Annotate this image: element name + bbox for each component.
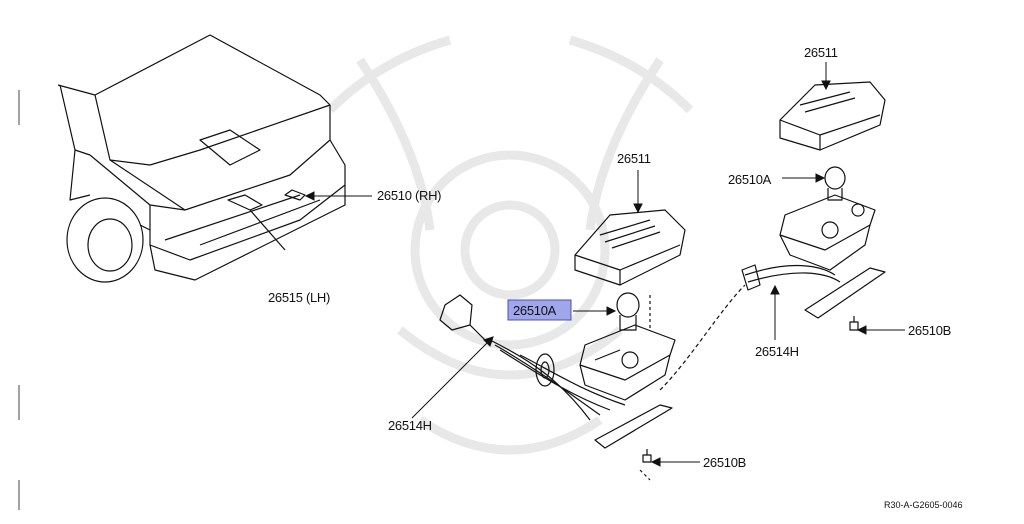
label-26510a-right[interactable]: 26510A: [728, 172, 772, 187]
label-26510a-highlighted[interactable]: 26510A: [513, 303, 557, 318]
label-26514h-right[interactable]: 26514H: [755, 344, 799, 359]
label-26515-lh[interactable]: 26515 (LH): [268, 290, 330, 305]
diagram-reference-code: R30-A-G2605-0046: [884, 500, 963, 510]
right-lamp-assembly: [659, 81, 886, 391]
highlight-box: [507, 299, 572, 321]
center-lamp-assembly: [439, 209, 686, 481]
label-26514h-center[interactable]: 26514H: [388, 418, 432, 433]
label-26510-rh[interactable]: 26510 (RH): [377, 188, 442, 203]
label-26510b-right[interactable]: 26510B: [908, 323, 951, 338]
leader-lines: [304, 62, 905, 467]
watermark-emblem: [326, 35, 694, 455]
label-26511-center[interactable]: 26511: [617, 151, 651, 166]
highlighted-part[interactable]: 26510A: [507, 299, 572, 321]
label-26510b-center[interactable]: 26510B: [703, 455, 746, 470]
part-labels: 26510 (RH) 26515 (LH) 26511 26511 26510A…: [268, 45, 963, 510]
label-26511-right[interactable]: 26511: [804, 45, 838, 60]
car-rear-illustration: [57, 34, 346, 283]
